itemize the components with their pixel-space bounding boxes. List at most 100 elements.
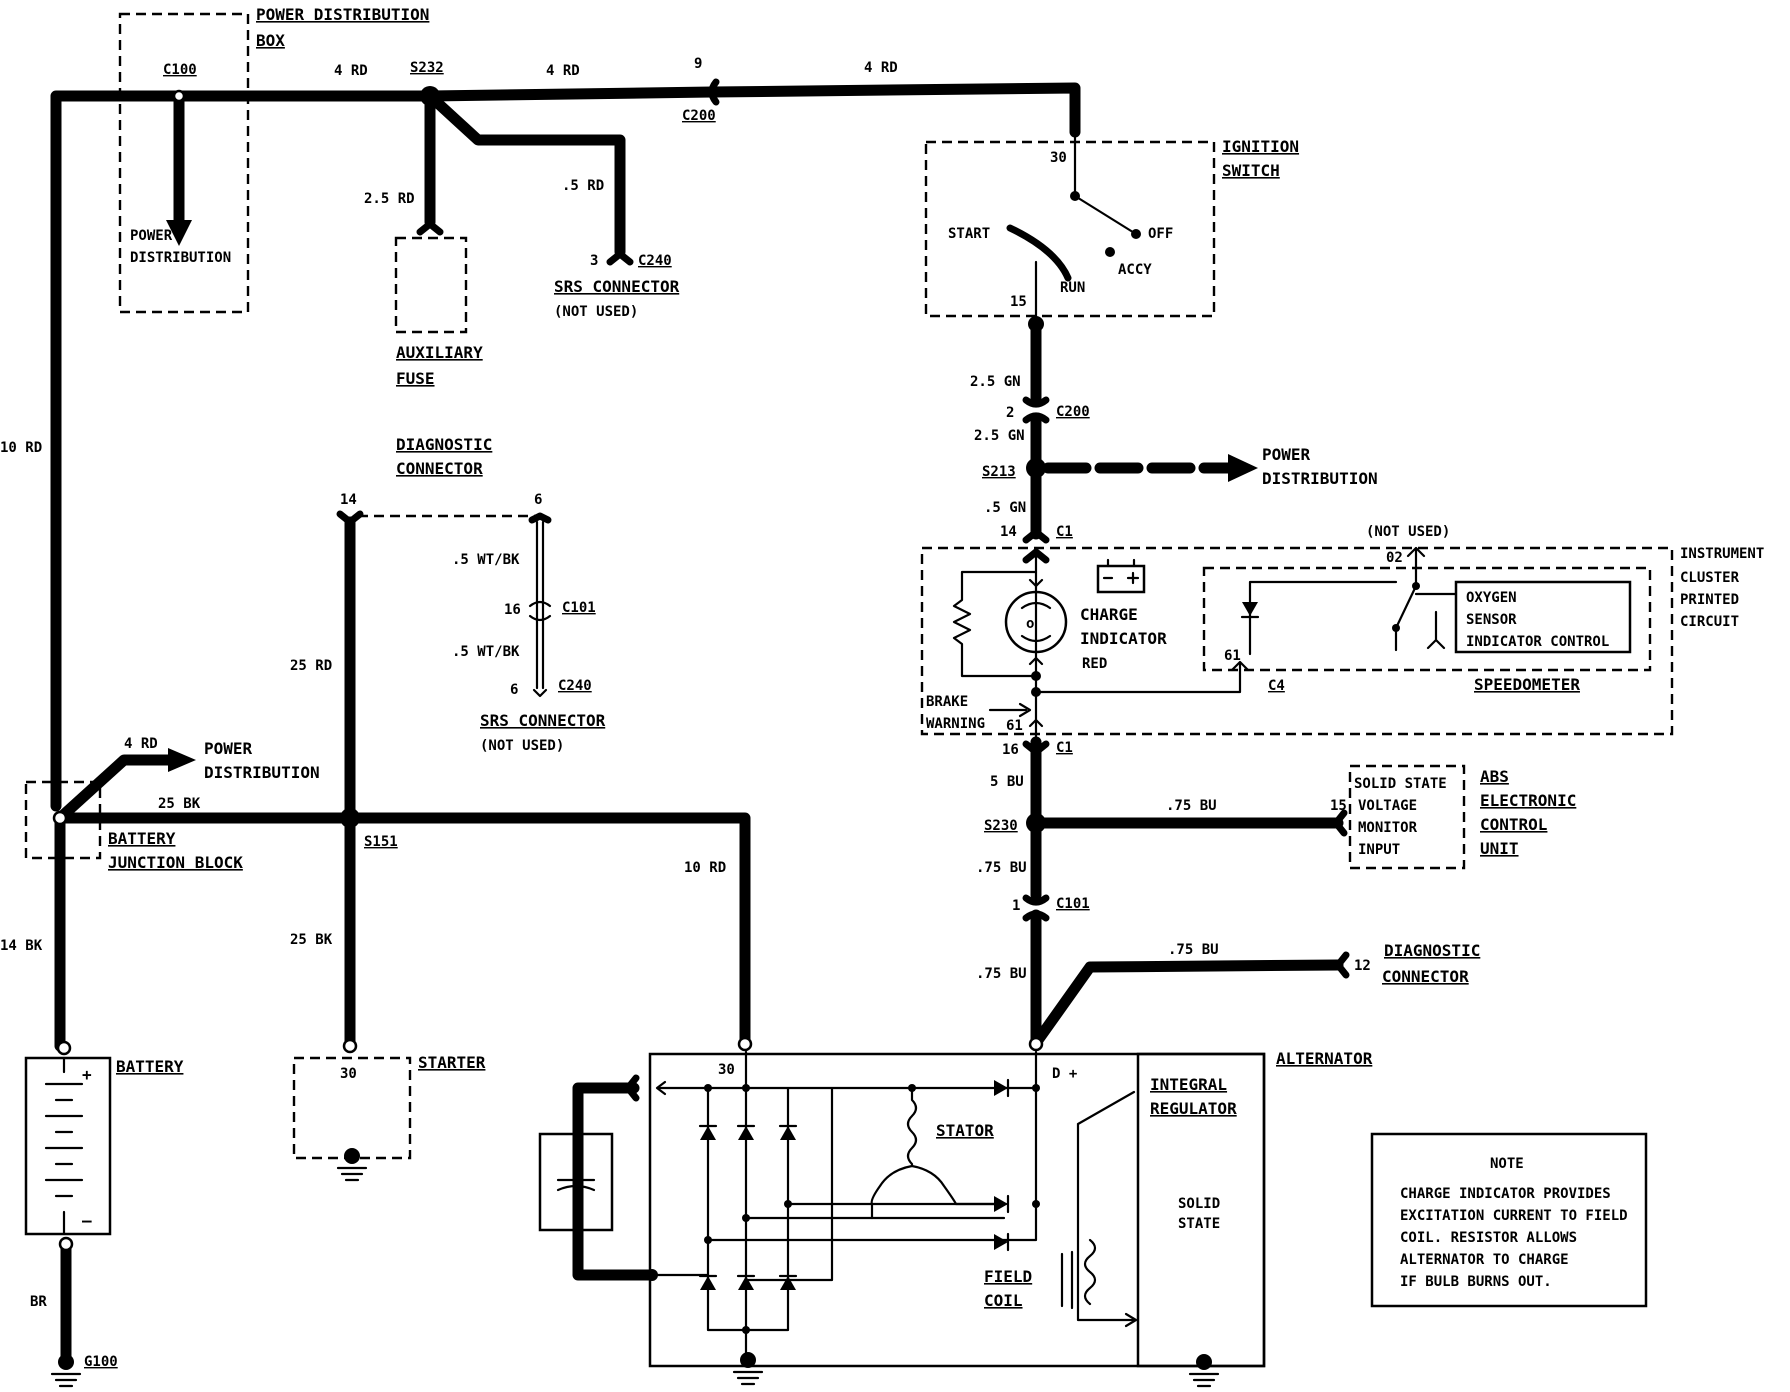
- ignition-pin-15: 15: [1010, 294, 1027, 310]
- connector-c1-bottom-name: C1: [1056, 740, 1073, 756]
- pin-02-label: 02: [1386, 550, 1403, 566]
- oxygen-sensor-label-1: OXYGEN: [1466, 590, 1517, 606]
- instrument-cluster-box: [920, 546, 1674, 736]
- connector-c101-left-pin: 16: [504, 602, 521, 618]
- connector-c200-top-name: C200: [682, 108, 716, 124]
- ground-g100-label: G100: [84, 1354, 118, 1370]
- connector-c200-mid-pin: 2: [1006, 405, 1014, 421]
- auxiliary-fuse-label-2: FUSE: [396, 369, 435, 388]
- wire-label-cluster-out: 5 BU: [990, 774, 1024, 790]
- srs-top-connector-name: C240: [638, 253, 672, 269]
- abs-box-label-1: SOLID STATE: [1354, 776, 1447, 792]
- abs-box-label-2: VOLTAGE: [1358, 798, 1417, 814]
- srs-top-label-1: SRS CONNECTOR: [554, 277, 680, 296]
- wire-label-srs: .5 RD: [562, 178, 604, 194]
- note-line-1: CHARGE INDICATOR PROVIDES: [1400, 1186, 1611, 1202]
- wire-label-after-c200: 2.5 GN: [974, 428, 1025, 444]
- abs-title-2: ELECTRONIC: [1480, 791, 1576, 810]
- instrument-cluster-sub-2: CIRCUIT: [1680, 614, 1739, 630]
- arrow-power-distribution-left: [168, 748, 196, 772]
- note-line-4: ALTERNATOR TO CHARGE: [1400, 1252, 1569, 1268]
- abs-title-1: ABS: [1480, 767, 1509, 786]
- wire-label-top-right: 4 RD: [864, 60, 898, 76]
- alternator-pin-d: D +: [1052, 1066, 1077, 1082]
- note-line-3: COIL. RESISTOR ALLOWS: [1400, 1230, 1577, 1246]
- note-line-2: EXCITATION CURRENT TO FIELD: [1400, 1208, 1628, 1224]
- wire-label-top-left: 4 RD: [334, 63, 368, 79]
- speedometer-box: [1202, 566, 1652, 672]
- ignition-switch-title-1: IGNITION: [1222, 137, 1299, 156]
- power-distribution-box-title-1: POWER DISTRIBUTION: [256, 5, 429, 24]
- splice-s151-label: S151: [364, 834, 398, 850]
- connector-c200-mid-name: C200: [1056, 404, 1090, 420]
- brake-warning-pin-61: 61: [1006, 718, 1023, 734]
- ignition-start-label: START: [948, 226, 990, 242]
- diagnostic-top-label-2: CONNECTOR: [396, 459, 483, 478]
- arrow-power-distribution-box: [166, 220, 192, 246]
- power-distribution-inner-label-1: POWER: [130, 228, 173, 244]
- power-distribution-box-title-2: BOX: [256, 31, 285, 50]
- wire-label-top-mid: 4 RD: [546, 63, 580, 79]
- diagnostic-right-label-1: DIAGNOSTIC: [1384, 941, 1480, 960]
- wire-label-junction-s151: 25 BK: [158, 796, 201, 812]
- power-distribution-inner-label-2: DISTRIBUTION: [130, 250, 231, 266]
- connector-c1-top-name: C1: [1056, 524, 1073, 540]
- diagnostic-top-pin-14: 14: [340, 492, 357, 508]
- wire-label-diag-top: .5 WT/BK: [452, 552, 520, 568]
- srs-mid-connector-name: C240: [558, 678, 592, 694]
- diagnostic-top-label-1: DIAGNOSTIC: [396, 435, 492, 454]
- abs-title-3: CONTROL: [1480, 815, 1547, 834]
- connector-c100-label: C100: [163, 62, 197, 78]
- rectifier-diodes: [698, 1078, 1010, 1290]
- wire-label-battery-ground: BR: [30, 1294, 47, 1310]
- splice-s213-label: S213: [982, 464, 1016, 480]
- splice-s232-label: S232: [410, 60, 444, 76]
- charge-indicator-label-1: CHARGE: [1080, 605, 1138, 624]
- battery-label: BATTERY: [116, 1057, 184, 1076]
- arrow-power-distribution-right: [1228, 454, 1258, 482]
- srs-mid-pin: 6: [510, 682, 518, 698]
- wire-label-to-diag: .75 BU: [1168, 942, 1219, 958]
- battery-plus: +: [82, 1065, 92, 1084]
- srs-mid-label-1: SRS CONNECTOR: [480, 711, 606, 730]
- power-distribution-right-label-2: DISTRIBUTION: [1262, 469, 1378, 488]
- ignition-run-label: RUN: [1060, 280, 1085, 296]
- battery-minus: –: [82, 1211, 92, 1230]
- wire-label-after-s213: .5 GN: [984, 500, 1026, 516]
- stator-label: STATOR: [936, 1121, 994, 1140]
- oxygen-sensor-label-3: INDICATOR CONTROL: [1466, 634, 1609, 650]
- wire-label-ign-out: 2.5 GN: [970, 374, 1021, 390]
- instrument-cluster-title-2: CLUSTER: [1680, 570, 1740, 586]
- ignition-pin-30: 30: [1050, 150, 1067, 166]
- pin-61-left: 61: [1224, 648, 1241, 664]
- wire-label-left-vertical: 10 RD: [0, 440, 42, 456]
- auxiliary-fuse-box: [394, 236, 468, 334]
- charge-indicator-battery-icon: [1096, 564, 1146, 594]
- instrument-cluster-title-1: INSTRUMENT: [1680, 546, 1764, 562]
- diagnostic-top-pin-6: 6: [534, 492, 542, 508]
- capacitor-box: [538, 1132, 614, 1232]
- diagnostic-right-pin: 12: [1354, 958, 1371, 974]
- auxiliary-fuse-label-1: AUXILIARY: [396, 343, 483, 362]
- solid-state-label-2: STATE: [1178, 1216, 1220, 1232]
- connector-c200-top-pin: 9: [694, 56, 702, 72]
- svg-text:o: o: [1026, 616, 1034, 632]
- instrument-cluster-sub-1: PRINTED: [1680, 592, 1739, 608]
- srs-mid-label-2: (NOT USED): [480, 738, 564, 754]
- wire-label-diag-bottom: .5 WT/BK: [452, 644, 520, 660]
- connector-c200-top-symbol: [708, 78, 720, 106]
- note-line-5: IF BULB BURNS OUT.: [1400, 1274, 1552, 1290]
- battery-junction-block-box: [24, 780, 102, 860]
- field-coil-label-2: COIL: [984, 1291, 1023, 1310]
- starter-pin: 30: [340, 1066, 357, 1082]
- ignition-switch-box: [924, 140, 1216, 318]
- regulator-label-1: INTEGRAL: [1150, 1075, 1227, 1094]
- wire-label-junction-battery: 14 BK: [0, 938, 43, 954]
- srs-top-label-2: (NOT USED): [554, 304, 638, 320]
- wire-label-to-abs: .75 BU: [1166, 798, 1217, 814]
- wire-label-to-alternator: 10 RD: [684, 860, 726, 876]
- alternator-pin-30: 30: [718, 1062, 735, 1078]
- note-box: [1370, 1132, 1648, 1308]
- alternator-title: ALTERNATOR: [1276, 1049, 1373, 1068]
- ignition-off-label: OFF: [1148, 226, 1173, 242]
